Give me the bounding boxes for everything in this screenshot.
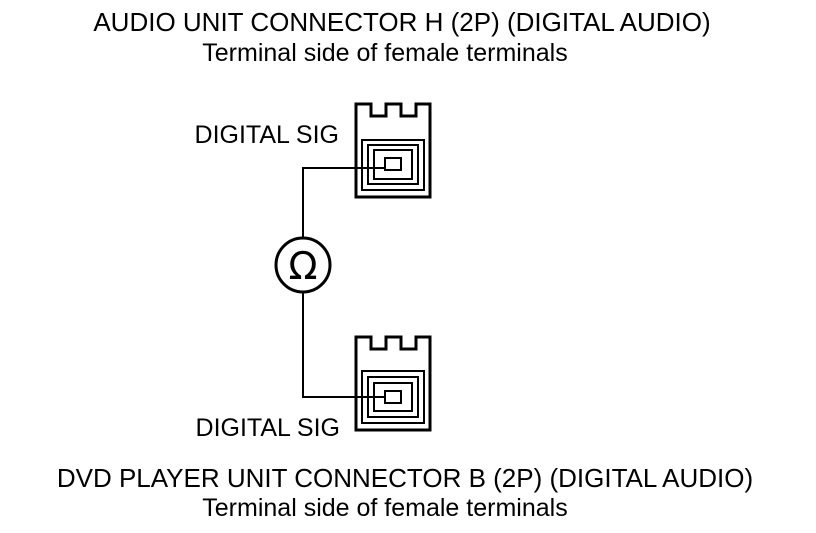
bottom-connector-icon	[354, 335, 432, 432]
top-connector-icon	[354, 102, 432, 199]
test-lead-wires	[302, 167, 385, 398]
connector-housing	[354, 102, 432, 199]
top-connector-title: AUDIO UNIT CONNECTOR H (2P) (DIGITAL AUD…	[93, 7, 710, 37]
lower-test-lead	[302, 292, 385, 398]
terminal-pin	[384, 157, 402, 171]
bottom-pin-label: DIGITAL SIG	[196, 414, 340, 442]
top-connector-subtitle: Terminal side of female terminals	[202, 39, 567, 67]
ohmmeter-circle	[274, 236, 332, 294]
bottom-connector-subtitle: Terminal side of female terminals	[202, 494, 567, 522]
terminal-cavity	[361, 139, 425, 191]
upper-test-lead	[302, 167, 385, 238]
connector-housing	[354, 335, 432, 432]
bottom-connector-title: DVD PLAYER UNIT CONNECTOR B (2P) (DIGITA…	[57, 463, 753, 493]
ohmmeter-icon: Ω	[274, 236, 332, 294]
terminal-pin	[384, 390, 402, 404]
top-pin-label: DIGITAL SIG	[195, 121, 339, 149]
ohm-symbol: Ω	[288, 244, 317, 288]
